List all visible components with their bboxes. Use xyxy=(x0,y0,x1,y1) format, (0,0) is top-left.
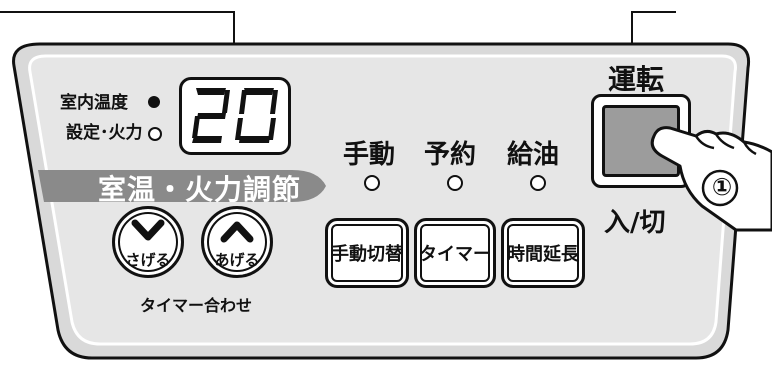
chevron-up-icon xyxy=(220,221,254,243)
pointing-hand-icon xyxy=(650,126,772,232)
run-title: 運転 xyxy=(608,63,665,96)
setting-power-indicator xyxy=(148,127,162,141)
room-temp-label: 室内温度 xyxy=(60,93,128,113)
chevron-down-icon xyxy=(131,219,165,241)
temp-up-button[interactable]: あげる xyxy=(201,206,273,278)
display-value: 20 xyxy=(182,80,183,81)
mode-label-reserve: 予約 xyxy=(424,140,477,170)
temp-down-button[interactable]: さげる xyxy=(112,206,184,278)
reserve-led xyxy=(447,175,463,191)
timer-set-label: タイマー合わせ xyxy=(140,296,253,315)
run-onoff-label: 入/切 xyxy=(604,208,666,238)
step-marker: ① xyxy=(711,173,733,201)
manual-led xyxy=(364,175,380,191)
mode-label-manual: 手動 xyxy=(343,140,396,170)
setting-power-label: 設定･火力 xyxy=(66,123,143,143)
mode-label-refuel: 給油 xyxy=(507,140,560,170)
refuel-led xyxy=(530,175,546,191)
adjust-band xyxy=(38,170,326,202)
temp-down-label: さげる xyxy=(125,251,171,269)
temperature-display: 20 xyxy=(179,77,291,155)
temp-up-label: あげる xyxy=(214,251,260,269)
manual-switch-button[interactable]: 手動切替 xyxy=(325,218,409,288)
segment-digits xyxy=(192,88,278,143)
timer-button[interactable]: タイマー xyxy=(414,218,496,288)
room-temp-indicator xyxy=(148,96,160,108)
time-extend-button[interactable]: 時間延長 xyxy=(501,218,585,288)
temp-power-adjust-label: 室温・火力調節 xyxy=(98,173,302,206)
